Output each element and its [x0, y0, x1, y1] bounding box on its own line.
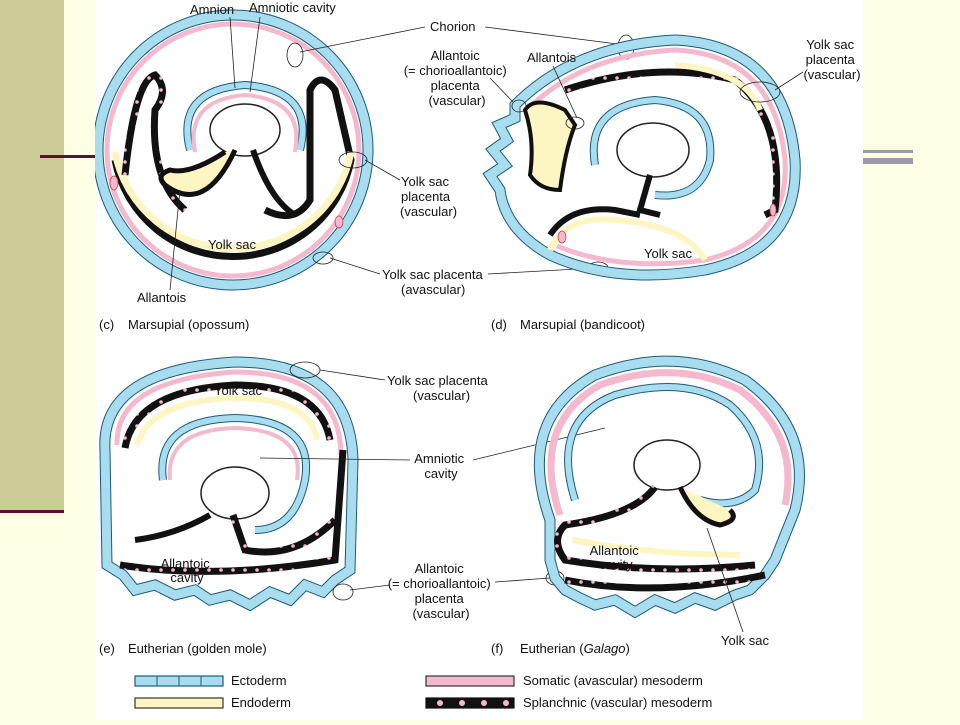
panel-c-label-amniotic-cavity: Amniotic cavity	[249, 0, 336, 15]
chorion-label: Chorion	[430, 19, 476, 34]
decorative-rule-right-a	[863, 150, 913, 153]
panel-c-label-allantois: Allantois	[137, 290, 187, 305]
figure-area: Amnion Amniotic cavity Chorion Yolk sac …	[92, 0, 863, 720]
panel-c-caption: Marsupial (opossum)	[128, 317, 249, 332]
panel-c-somatic	[104, 21, 362, 279]
panel-d-ectoderm	[483, 35, 800, 280]
legend-endoderm: Endoderm	[134, 695, 291, 710]
panel-e-ectoderm	[100, 357, 358, 611]
decorative-rule-left-top	[40, 155, 95, 158]
legend-splanchnic-label: Splanchnic (vascular) mesoderm	[523, 695, 712, 710]
panel-e-caption: Eutherian (golden mole)	[128, 641, 267, 656]
legend-somatic-label: Somatic (avascular) mesoderm	[523, 673, 703, 688]
panel-f: Allantoic cavity Yolk sac (f) Eutherian …	[491, 355, 805, 656]
label-amniotic-cavity: Amniotic cavity	[414, 451, 467, 481]
panel-c-endoderm-wall	[111, 151, 355, 252]
panel-f-label-allantoic-cavity: Allantoic cavity	[590, 543, 643, 572]
legend-endoderm-label: Endoderm	[231, 695, 291, 710]
label-allantoic-placenta: Allantoic (= chorioallantoic) placenta (…	[388, 561, 495, 621]
panel-f-caption-letter: (f)	[491, 641, 503, 656]
panel-c-label-amnion: Amnion	[190, 2, 234, 17]
panel-d-label-yolk-sac-placenta-vascular: Yolk sac placenta (vascular)	[803, 37, 860, 82]
decorative-rule-left-bottom	[0, 510, 64, 513]
panel-d-label-allantoic-placenta: Allantoic (= chorioallantoic) placenta (…	[404, 48, 511, 108]
panel-d-caption: Marsupial (bandicoot)	[520, 317, 645, 332]
panel-f-caption: Eutherian (Galago)	[520, 641, 630, 656]
legend-somatic: Somatic (avascular) mesoderm	[425, 673, 703, 688]
panel-f-label-yolk-sac: Yolk sac	[721, 633, 769, 648]
decorative-rule-right-b	[863, 158, 913, 164]
panel-d-embryo	[616, 122, 690, 178]
placenta-diagram: Amnion Amniotic cavity Chorion Yolk sac …	[92, 0, 861, 710]
legend-ectoderm-label: Ectoderm	[231, 673, 287, 688]
panel-d-allantois	[522, 100, 578, 193]
panel-f-ectoderm	[534, 356, 804, 618]
panel-e: Yolk sac Yolk sac placenta (vascular) Am…	[99, 356, 606, 656]
panel-c-allantois	[158, 148, 238, 197]
panel-d: Allantoic (= chorioallantoic) placenta (…	[404, 34, 861, 332]
panel-c-label-yolk-sac: Yolk sac	[208, 237, 256, 252]
panel-e-label-allantoic-cavity: Allantoic cavity	[161, 556, 214, 585]
legend-ectoderm: Ectoderm	[134, 673, 287, 688]
panel-c-ectoderm	[93, 10, 373, 290]
side-decoration-strip	[0, 0, 64, 512]
panel-d-label-allantois: Allantois	[527, 50, 577, 65]
panel-c: Amnion Amniotic cavity Chorion Yolk sac …	[92, 0, 635, 332]
label-yolk-sac-placenta-avascular: Yolk sac placenta (avascular)	[382, 267, 486, 297]
legend-splanchnic: Splanchnic (vascular) mesoderm	[425, 695, 712, 710]
panel-e-caption-letter: (e)	[99, 641, 115, 656]
panel-c-splanchnic-wall	[111, 76, 355, 260]
legend: Ectoderm Endoderm Somatic (avascular) me…	[134, 673, 712, 710]
panel-d-label-yolk-sac: Yolk sac	[644, 246, 692, 261]
panel-f-embryo	[633, 439, 701, 491]
panel-d-caption-letter: (d)	[491, 317, 507, 332]
panel-e-embryo	[200, 466, 270, 520]
panel-c-embryo	[209, 103, 281, 157]
panel-c-caption-letter: (c)	[99, 317, 114, 332]
panel-e-label-yolk-sac-placenta-vascular: Yolk sac placenta (vascular)	[387, 373, 491, 403]
panel-e-label-yolk-sac: Yolk sac	[214, 383, 262, 398]
panel-c-label-yolk-sac-placenta-vascular: Yolk sac placenta (vascular)	[400, 174, 457, 219]
